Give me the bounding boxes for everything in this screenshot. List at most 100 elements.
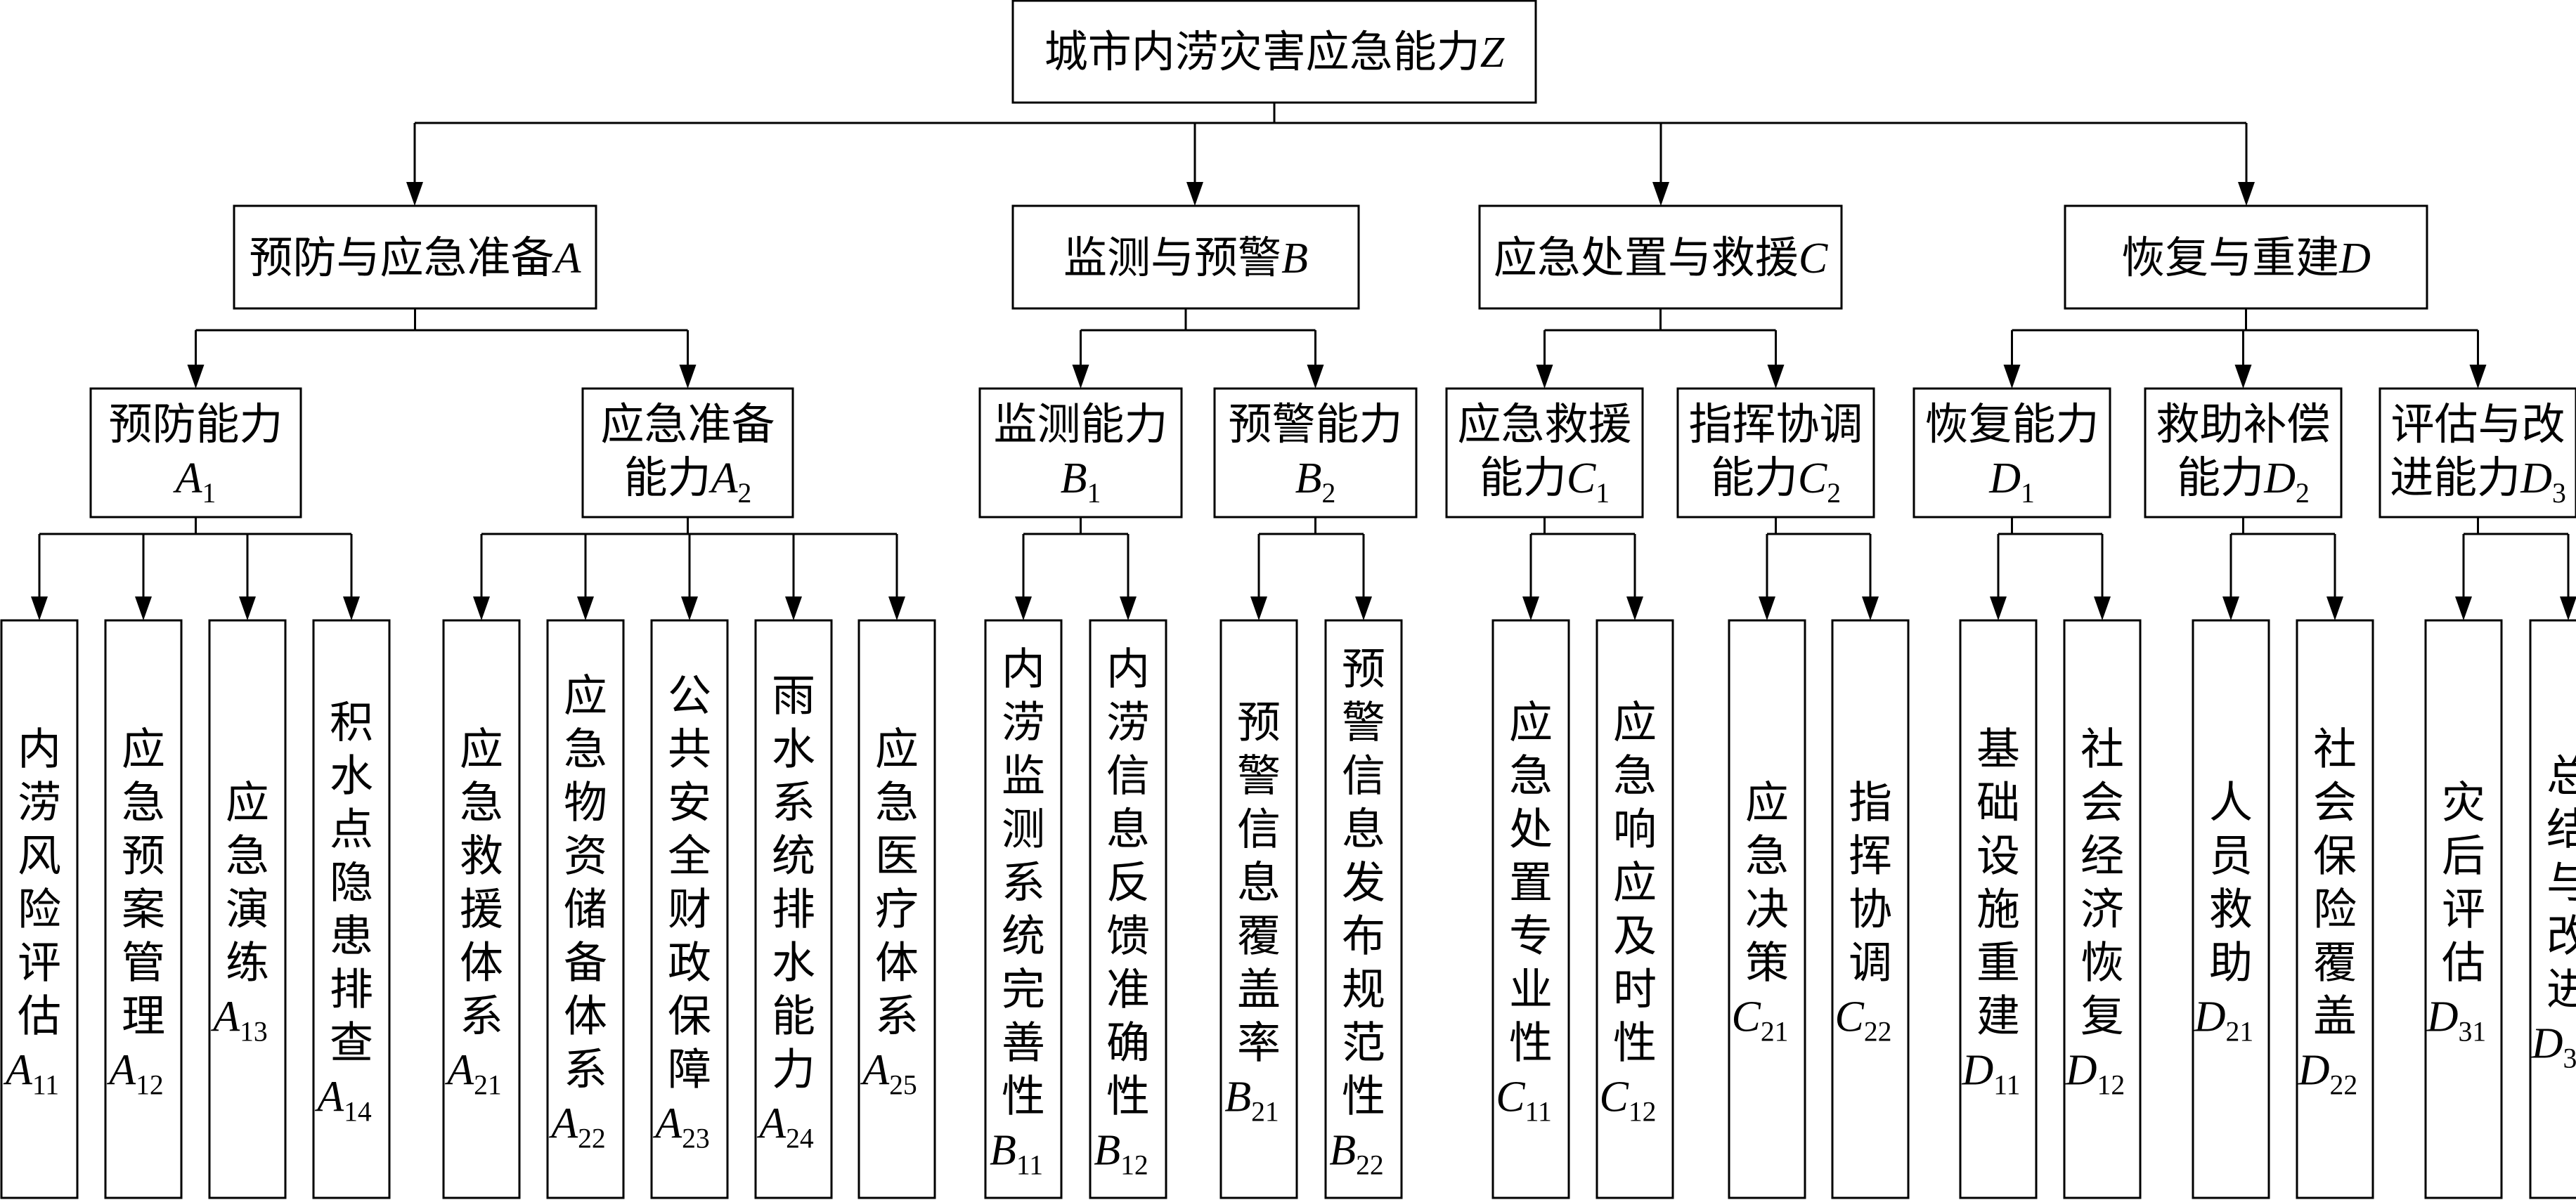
variable-subscript: 13 bbox=[240, 1017, 268, 1048]
indicator-char: 体 bbox=[460, 937, 503, 989]
indicator-node-box bbox=[857, 619, 936, 1199]
indicator-char: 础 bbox=[1976, 777, 2020, 828]
indicator-char: 盖 bbox=[2313, 991, 2357, 1042]
arrow-head bbox=[2238, 182, 2255, 206]
arrow-head bbox=[239, 596, 256, 620]
variable-subscript: 21 bbox=[1251, 1097, 1279, 1128]
indicator-node-box bbox=[208, 619, 287, 1199]
variable-subscript: 22 bbox=[1356, 1150, 1384, 1181]
variable-subscript: 32 bbox=[2563, 1043, 2576, 1074]
arrow-head bbox=[2234, 365, 2252, 389]
indicator-char: 估 bbox=[2442, 937, 2485, 989]
dimension-node-label: 恢复与重建D bbox=[2121, 232, 2371, 283]
variable-symbol: D bbox=[1962, 1047, 1994, 1095]
variable-symbol: D bbox=[2426, 993, 2459, 1041]
indicator-char: 警 bbox=[1342, 697, 1385, 748]
indicator-node-box bbox=[2424, 619, 2503, 1199]
indicator-char: 盖 bbox=[1237, 964, 1281, 1015]
indicator-node-box bbox=[1596, 619, 1674, 1199]
capability-line-2: 能力 bbox=[624, 452, 711, 503]
variable-subscript: 11 bbox=[1016, 1150, 1043, 1181]
indicator-char: 善 bbox=[1002, 1017, 1045, 1069]
indicator-char: 风 bbox=[18, 830, 61, 882]
indicator-char: 设 bbox=[1976, 830, 2020, 882]
indicator-node-box bbox=[650, 619, 729, 1199]
indicator-char: 疗 bbox=[875, 884, 919, 935]
indicator-char: 决 bbox=[1745, 884, 1789, 935]
indicator-char: 性 bbox=[1509, 1017, 1553, 1069]
indicator-char: 系 bbox=[1002, 857, 1045, 908]
arrow-head bbox=[1536, 365, 1553, 389]
indicator-char: 内 bbox=[18, 724, 61, 775]
indicator-char: 急 bbox=[1509, 750, 1553, 802]
variable-symbol: D bbox=[2338, 235, 2371, 282]
variable-symbol: C bbox=[1731, 993, 1761, 1041]
indicator-char: 内 bbox=[1106, 644, 1150, 695]
variable-symbol: A bbox=[444, 1047, 474, 1095]
indicator-char: 财 bbox=[668, 884, 711, 935]
indicator-node-box bbox=[1728, 619, 1806, 1199]
arrow-head bbox=[1307, 365, 1324, 389]
variable-subscript: 11 bbox=[1525, 1097, 1552, 1128]
arrow-head bbox=[1862, 596, 1879, 620]
indicator-char: 性 bbox=[1342, 1071, 1385, 1122]
capability-node-box bbox=[2144, 387, 2343, 519]
indicator-char: 结 bbox=[2546, 804, 2576, 855]
indicator-char: 力 bbox=[772, 1044, 815, 1095]
variable-symbol: A bbox=[708, 455, 739, 502]
indicator-char: 系 bbox=[460, 991, 503, 1042]
arrow-head bbox=[681, 596, 698, 620]
capability-line-1: 指挥协调 bbox=[1688, 398, 1863, 450]
indicator-node-box bbox=[2529, 619, 2576, 1199]
indicator-char: 估 bbox=[18, 991, 61, 1042]
indicator-char: 测 bbox=[1002, 804, 1045, 855]
capability-node-box bbox=[1213, 387, 1418, 519]
indicator-char: 系 bbox=[772, 777, 815, 828]
indicator-char: 体 bbox=[564, 991, 607, 1042]
indicator-char: 涝 bbox=[1106, 697, 1150, 748]
indicator-node-label: 总结与改进D32 bbox=[2531, 750, 2576, 1074]
indicator-char: 与 bbox=[2546, 857, 2576, 908]
indicator-char: 查 bbox=[330, 1017, 373, 1069]
arrow-head bbox=[1355, 596, 1372, 620]
arrow-head bbox=[2469, 365, 2487, 389]
arrow-head bbox=[577, 596, 594, 620]
variable-subscript: 11 bbox=[32, 1070, 59, 1101]
variable-subscript: 2 bbox=[2296, 478, 2310, 509]
indicator-char: 排 bbox=[330, 964, 373, 1015]
indicator-char: 急 bbox=[875, 777, 919, 828]
variable-subscript: 21 bbox=[474, 1070, 502, 1101]
arrow-head bbox=[1652, 182, 1669, 206]
arrow-head bbox=[679, 365, 697, 389]
indicator-char: 重 bbox=[1976, 937, 2020, 989]
indicator-char: 范 bbox=[1342, 1017, 1385, 1069]
variable-symbol: B bbox=[1061, 455, 1087, 502]
indicator-char: 患 bbox=[330, 911, 373, 962]
indicator-char: 复 bbox=[2080, 991, 2124, 1042]
indicator-char: 规 bbox=[1342, 964, 1385, 1015]
indicator-char: 确 bbox=[1106, 1017, 1150, 1069]
indicator-char: 物 bbox=[564, 777, 607, 828]
variable-symbol: A bbox=[860, 1047, 890, 1095]
capability-line-1: 预防能力 bbox=[108, 398, 283, 450]
indicator-char: 基 bbox=[1976, 724, 2020, 775]
indicator-char: 应 bbox=[1745, 777, 1789, 828]
variable-subscript: 1 bbox=[1596, 478, 1610, 509]
variable-symbol: D bbox=[2263, 455, 2296, 502]
indicator-char: 覆 bbox=[2313, 937, 2357, 989]
indicator-char: 水 bbox=[772, 937, 815, 989]
arrow-head bbox=[406, 182, 423, 206]
arrow-head bbox=[1990, 596, 2007, 620]
indicator-char: 涝 bbox=[1002, 697, 1045, 748]
indicator-char: 隐 bbox=[330, 857, 373, 908]
indicator-char: 后 bbox=[2442, 830, 2485, 882]
